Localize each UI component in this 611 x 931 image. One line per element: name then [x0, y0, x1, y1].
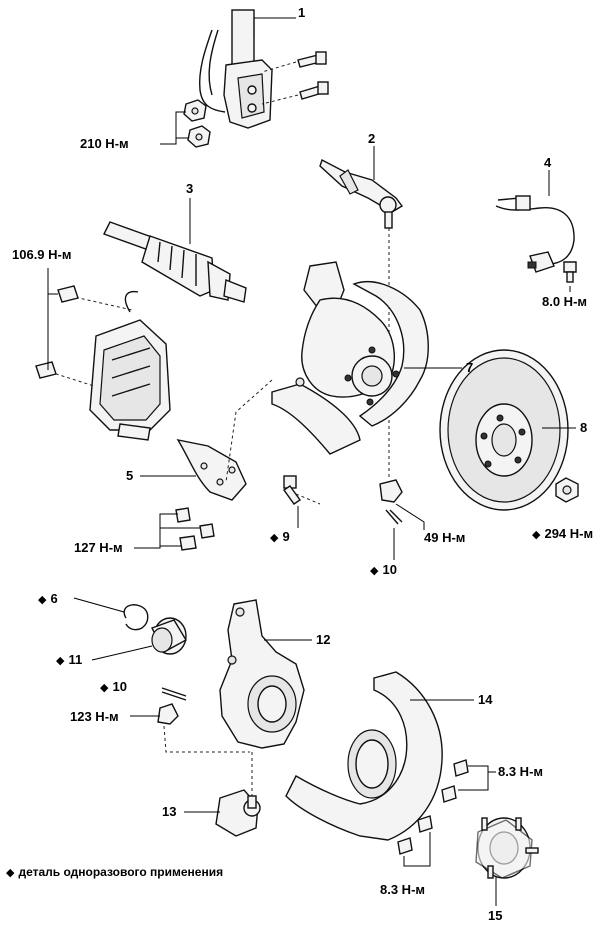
disposable-marker-icon: ◆: [370, 565, 379, 577]
torque-127: 127 Н-м: [74, 540, 123, 555]
torque-123: 123 Н-м: [70, 709, 119, 724]
castle-nut-lower: [157, 703, 179, 725]
cotter-pin-lower: [161, 687, 187, 701]
callout-11: ◆11: [56, 652, 83, 668]
disposable-marker-icon: ◆: [56, 655, 65, 667]
callout-5: 5: [126, 468, 134, 483]
brake-caliper: [49, 290, 171, 441]
legend-text: деталь одноразового применения: [18, 865, 224, 879]
dust-cover-lower: [285, 671, 443, 841]
dust-cover-bolts-lower: [397, 815, 433, 855]
knuckle-nuts: [175, 507, 215, 551]
callout-1: 1: [298, 5, 306, 20]
torque-8-0: 8.0 Н-м: [542, 294, 588, 309]
bracket-bolts: [261, 51, 329, 105]
steering-knuckle: [219, 599, 305, 749]
wheel-hub: [475, 817, 539, 879]
caliper-bolts: [35, 285, 79, 379]
callout-13: 13: [162, 804, 177, 819]
lower-ball-joint: [215, 789, 261, 837]
callout-8: 8: [580, 420, 588, 435]
disposable-marker-icon: ◆: [6, 867, 15, 879]
castle-nut: [379, 479, 403, 503]
callout-3: 3: [186, 181, 194, 196]
disposable-marker-icon: ◆: [270, 532, 279, 544]
legend: ◆деталь одноразового применения: [6, 865, 223, 879]
callout-4: 4: [544, 155, 552, 170]
callout-14: 14: [478, 692, 493, 707]
callout-12: 12: [316, 632, 331, 647]
bolt-9: [283, 475, 321, 505]
callout-15: 15: [488, 908, 503, 923]
snap-ring: [123, 604, 149, 631]
torque-8-3-upper: 8.3 Н-м: [498, 764, 544, 779]
torque-106-9: 106.9 Н-м: [12, 247, 72, 262]
brake-disc: [439, 349, 569, 511]
hub-bearing: [151, 617, 187, 655]
shock-absorber-lower-bracket: [198, 9, 273, 129]
callout-10-lower: ◆10: [100, 679, 127, 695]
hub-nut: [555, 477, 579, 503]
torque-210: 210 Н-м: [80, 136, 129, 151]
callout-9: ◆9: [270, 529, 290, 545]
tie-rod-end: [319, 158, 404, 229]
drive-shaft: [103, 221, 247, 303]
abs-speed-sensor: [495, 195, 577, 283]
callout-6: ◆6: [38, 591, 58, 607]
disposable-marker-icon: ◆: [38, 594, 47, 606]
torque-8-3-lower: 8.3 Н-м: [380, 882, 426, 897]
dust-cover-bolts-upper: [441, 759, 469, 803]
callout-2: 2: [368, 131, 376, 146]
bracket-nuts: [183, 99, 211, 148]
steering-knuckle-assembly: [271, 261, 429, 455]
dust-cover-upper: [176, 439, 247, 501]
torque-294: ◆294 Н-м: [532, 526, 594, 542]
cotter-pin-upper: [385, 509, 403, 525]
torque-49: 49 Н-м: [424, 530, 466, 545]
callout-10-upper: ◆10: [370, 562, 397, 578]
callout-7: 7: [466, 360, 474, 375]
disposable-marker-icon: ◆: [532, 529, 541, 541]
disposable-marker-icon: ◆: [100, 682, 109, 694]
